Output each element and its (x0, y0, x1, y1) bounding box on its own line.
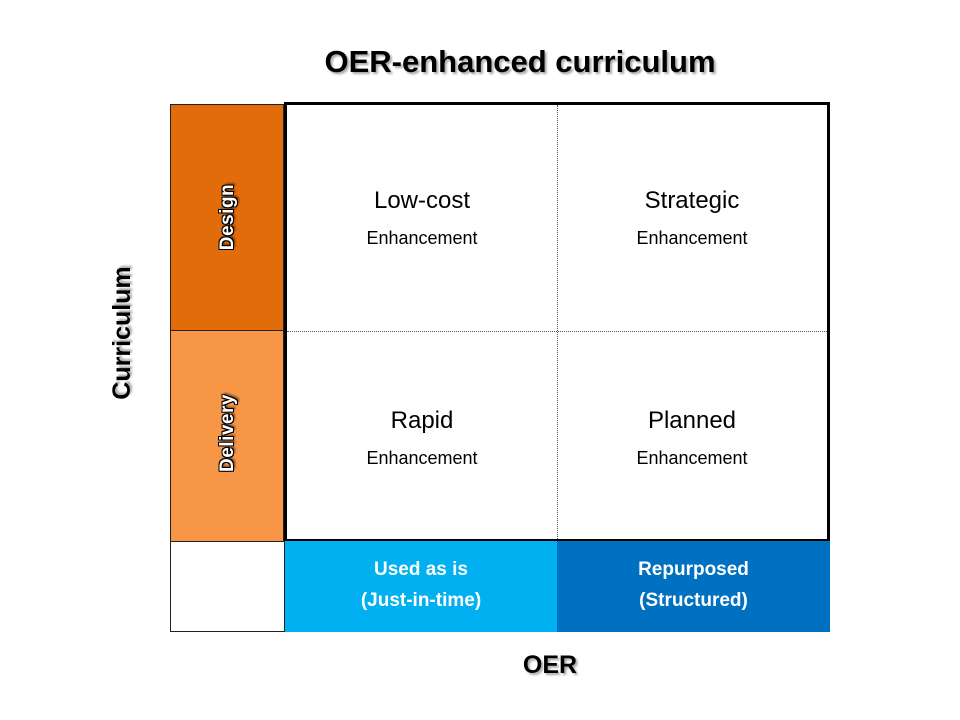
row-header-delivery: Delivery (170, 330, 284, 542)
quadrant-title: Rapid (390, 407, 454, 434)
horizontal-divider (287, 331, 827, 332)
oer-axis-label: OER (522, 651, 578, 679)
quadrant-grid: Low-cost Enhancement Strategic Enhanceme… (284, 102, 830, 542)
corner-empty-box (170, 541, 285, 632)
column-header-used-as-is: Used as is (Just-in-time) (285, 541, 557, 632)
quadrant-strategic: Strategic Enhancement (557, 185, 827, 250)
row-header-design-label: Design (217, 183, 238, 251)
vertical-divider (557, 105, 558, 539)
diagram-title: OER-enhanced curriculum (324, 44, 716, 79)
quadrant-title: Strategic (644, 187, 740, 214)
quadrant-title: Low-cost (373, 187, 471, 214)
quadrant-planned: Planned Enhancement (557, 405, 827, 470)
quadrant-subtitle: Enhancement (366, 228, 478, 248)
row-header-design: Design (170, 104, 284, 331)
row-header-delivery-label: Delivery (217, 394, 238, 472)
quadrant-title: Planned (647, 407, 737, 434)
column-header-line2: (Just-in-time) (360, 590, 482, 611)
quadrant-subtitle: Enhancement (636, 228, 748, 248)
quadrant-rapid: Rapid Enhancement (287, 405, 557, 470)
quadrant-subtitle: Enhancement (366, 448, 478, 468)
column-header-line2: (Structured) (639, 590, 748, 611)
column-header-line1: Repurposed (638, 559, 749, 580)
quadrant-low-cost: Low-cost Enhancement (287, 185, 557, 250)
curriculum-axis-label: Curriculum (108, 266, 136, 400)
column-header-repurposed: Repurposed (Structured) (557, 541, 830, 632)
quadrant-subtitle: Enhancement (636, 448, 748, 468)
column-header-line1: Used as is (374, 559, 468, 580)
